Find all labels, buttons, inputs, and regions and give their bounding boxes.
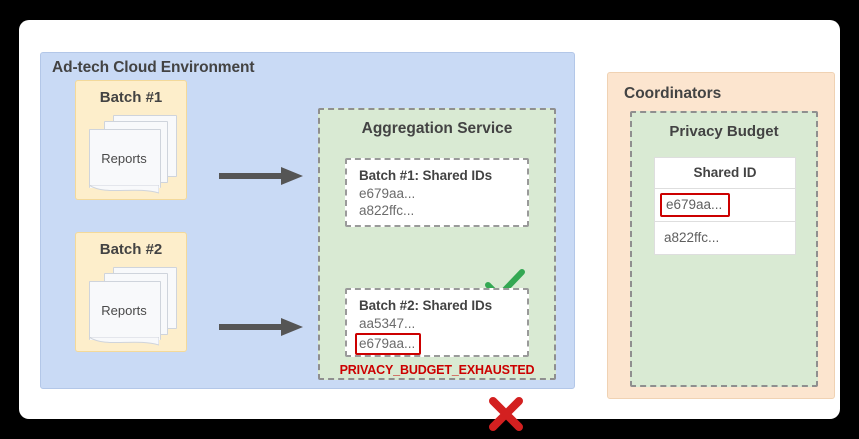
batch-1-shared-id-0: e679aa... — [359, 186, 416, 201]
privacy-budget-title: Privacy Budget — [669, 123, 779, 140]
batch-1-reports-label: Reports — [101, 150, 147, 166]
privacy-budget-panel: Privacy Budget Shared ID e679aa... a822f… — [630, 111, 818, 387]
batch-1-title: Batch #1 — [99, 89, 163, 106]
document-wave-edge-icon — [89, 185, 159, 194]
batch-2-shared-id-0: aa5347... — [359, 316, 416, 331]
batch-1-shared-ids-heading: Batch #1: Shared IDs — [359, 168, 493, 183]
shared-id-column-header: Shared ID — [655, 158, 795, 189]
aggregation-service-panel: Aggregation Service Batch #1: Shared IDs… — [318, 108, 556, 431]
report-sheet-front-icon — [89, 129, 161, 194]
batch-2-shared-ids-box: Batch #2: Shared IDs aa5347... e679aa... — [345, 288, 529, 357]
batch-2-shared-ids-heading: Batch #2: Shared IDs — [359, 298, 493, 313]
batch-1-reports-stack: Reports — [87, 115, 177, 194]
batch-1-box: Batch #1 Reports — [75, 80, 187, 200]
privacy-budget-error-text: PRIVACY_BUDGET_EXHAUSTED — [339, 363, 535, 377]
shared-id-value-highlighted: e679aa... — [660, 193, 731, 217]
coordinators-panel: Coordinators Privacy Budget Shared ID e6… — [607, 72, 835, 399]
batch-2-shared-id-1-highlighted: e679aa... — [355, 333, 422, 355]
batch-1-shared-ids-box: Batch #1: Shared IDs e679aa... a822ffc..… — [345, 158, 529, 227]
report-sheet-front-icon — [89, 281, 161, 346]
coordinators-title: Coordinators — [624, 85, 722, 102]
document-wave-edge-icon — [89, 337, 159, 346]
adtech-panel-title: Ad-tech Cloud Environment — [52, 59, 255, 76]
batch-2-box: Batch #2 Reports — [75, 232, 187, 352]
white-card: Ad-tech Cloud Environment Batch #1 Repor… — [19, 20, 840, 431]
shared-id-table: Shared ID e679aa... a822ffc... — [654, 157, 796, 255]
table-row: a822ffc... — [655, 222, 795, 254]
batch-2-title: Batch #2 — [99, 241, 163, 258]
red-x-icon — [489, 397, 523, 431]
batch-2-reports-label: Reports — [101, 302, 147, 318]
batch-2-reports-stack: Reports — [87, 267, 177, 346]
batch-1-shared-id-1: a822ffc... — [359, 203, 415, 218]
arrow-right-icon — [219, 318, 303, 336]
aggregation-service-title: Aggregation Service — [361, 120, 513, 137]
table-row: e679aa... — [655, 189, 795, 222]
arrow-right-icon — [219, 167, 303, 185]
